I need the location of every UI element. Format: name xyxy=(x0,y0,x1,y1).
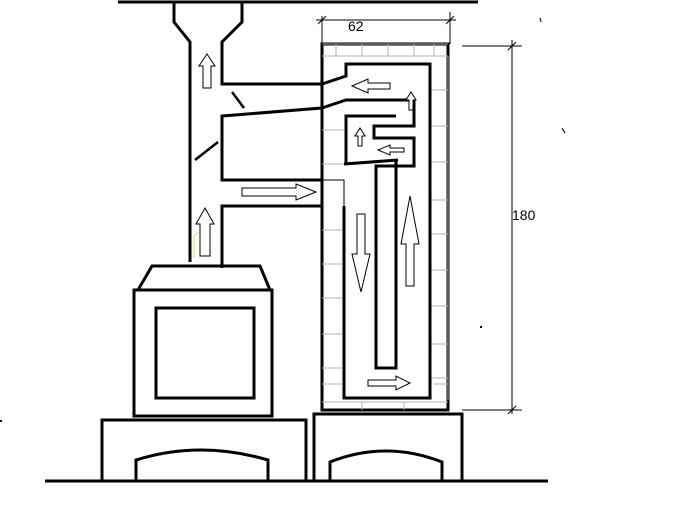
up-arrow-icon xyxy=(195,206,215,257)
height-dimension: 180 xyxy=(462,40,536,415)
chimney xyxy=(172,2,323,268)
up-arrow-highlight xyxy=(193,231,199,258)
left-arrow-icon xyxy=(376,144,405,156)
right-arrow-icon xyxy=(241,183,318,201)
damper-upper xyxy=(231,91,245,109)
up-arrow-icon xyxy=(198,53,216,89)
down-arrow-icon xyxy=(351,213,371,293)
fireplace xyxy=(132,264,274,418)
up-arrow-icon xyxy=(354,127,366,147)
right-arrow-icon xyxy=(367,375,412,391)
brick-joints xyxy=(322,44,449,410)
up-arrow-icon xyxy=(400,195,420,287)
up-arrow-icon xyxy=(405,91,417,111)
stray-marks xyxy=(0,17,566,422)
heater-base xyxy=(312,412,464,483)
width-label: 62 xyxy=(348,18,364,34)
flue-channels xyxy=(321,62,432,400)
width-dimension: 62 xyxy=(316,12,456,44)
fireplace-base xyxy=(100,418,308,483)
flow-arrows xyxy=(193,53,420,391)
left-arrow-icon xyxy=(350,78,391,94)
height-label: 180 xyxy=(512,207,536,223)
damper-lower xyxy=(194,141,219,161)
